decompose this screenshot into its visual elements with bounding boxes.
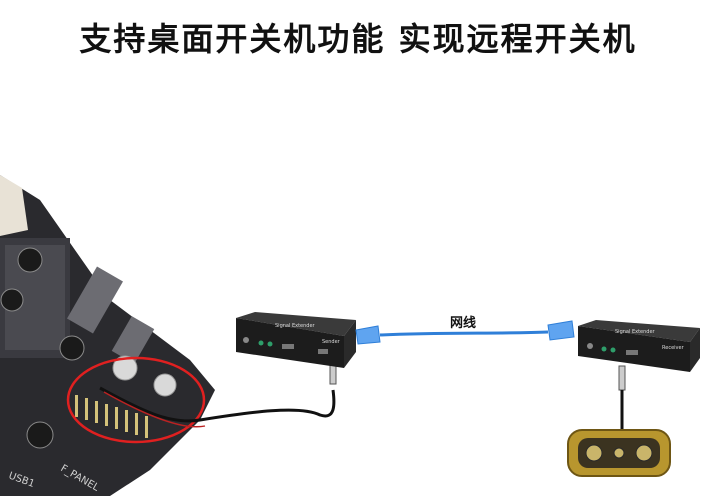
headline: 支持桌面开关机功能 实现远程开关机 xyxy=(79,20,637,58)
highlight-ring xyxy=(66,356,206,444)
motherboard: USB1 F_PANEL xyxy=(0,175,215,496)
sender-side-label: Sender xyxy=(322,339,341,345)
receiver-side-label: Receiver xyxy=(662,345,685,351)
sender-brand: Signal Extender xyxy=(275,323,316,329)
receiver-device: Signal Extender Receiver xyxy=(578,320,700,372)
sender-device: Signal Extender Sender xyxy=(236,312,356,368)
switch-cable xyxy=(99,386,336,423)
receiver-brand: Signal Extender xyxy=(615,329,656,335)
audio-jack-receiver xyxy=(618,365,626,391)
switch-plate xyxy=(567,429,671,477)
cable-label: 网线 xyxy=(450,316,477,331)
network-cable xyxy=(355,320,575,345)
